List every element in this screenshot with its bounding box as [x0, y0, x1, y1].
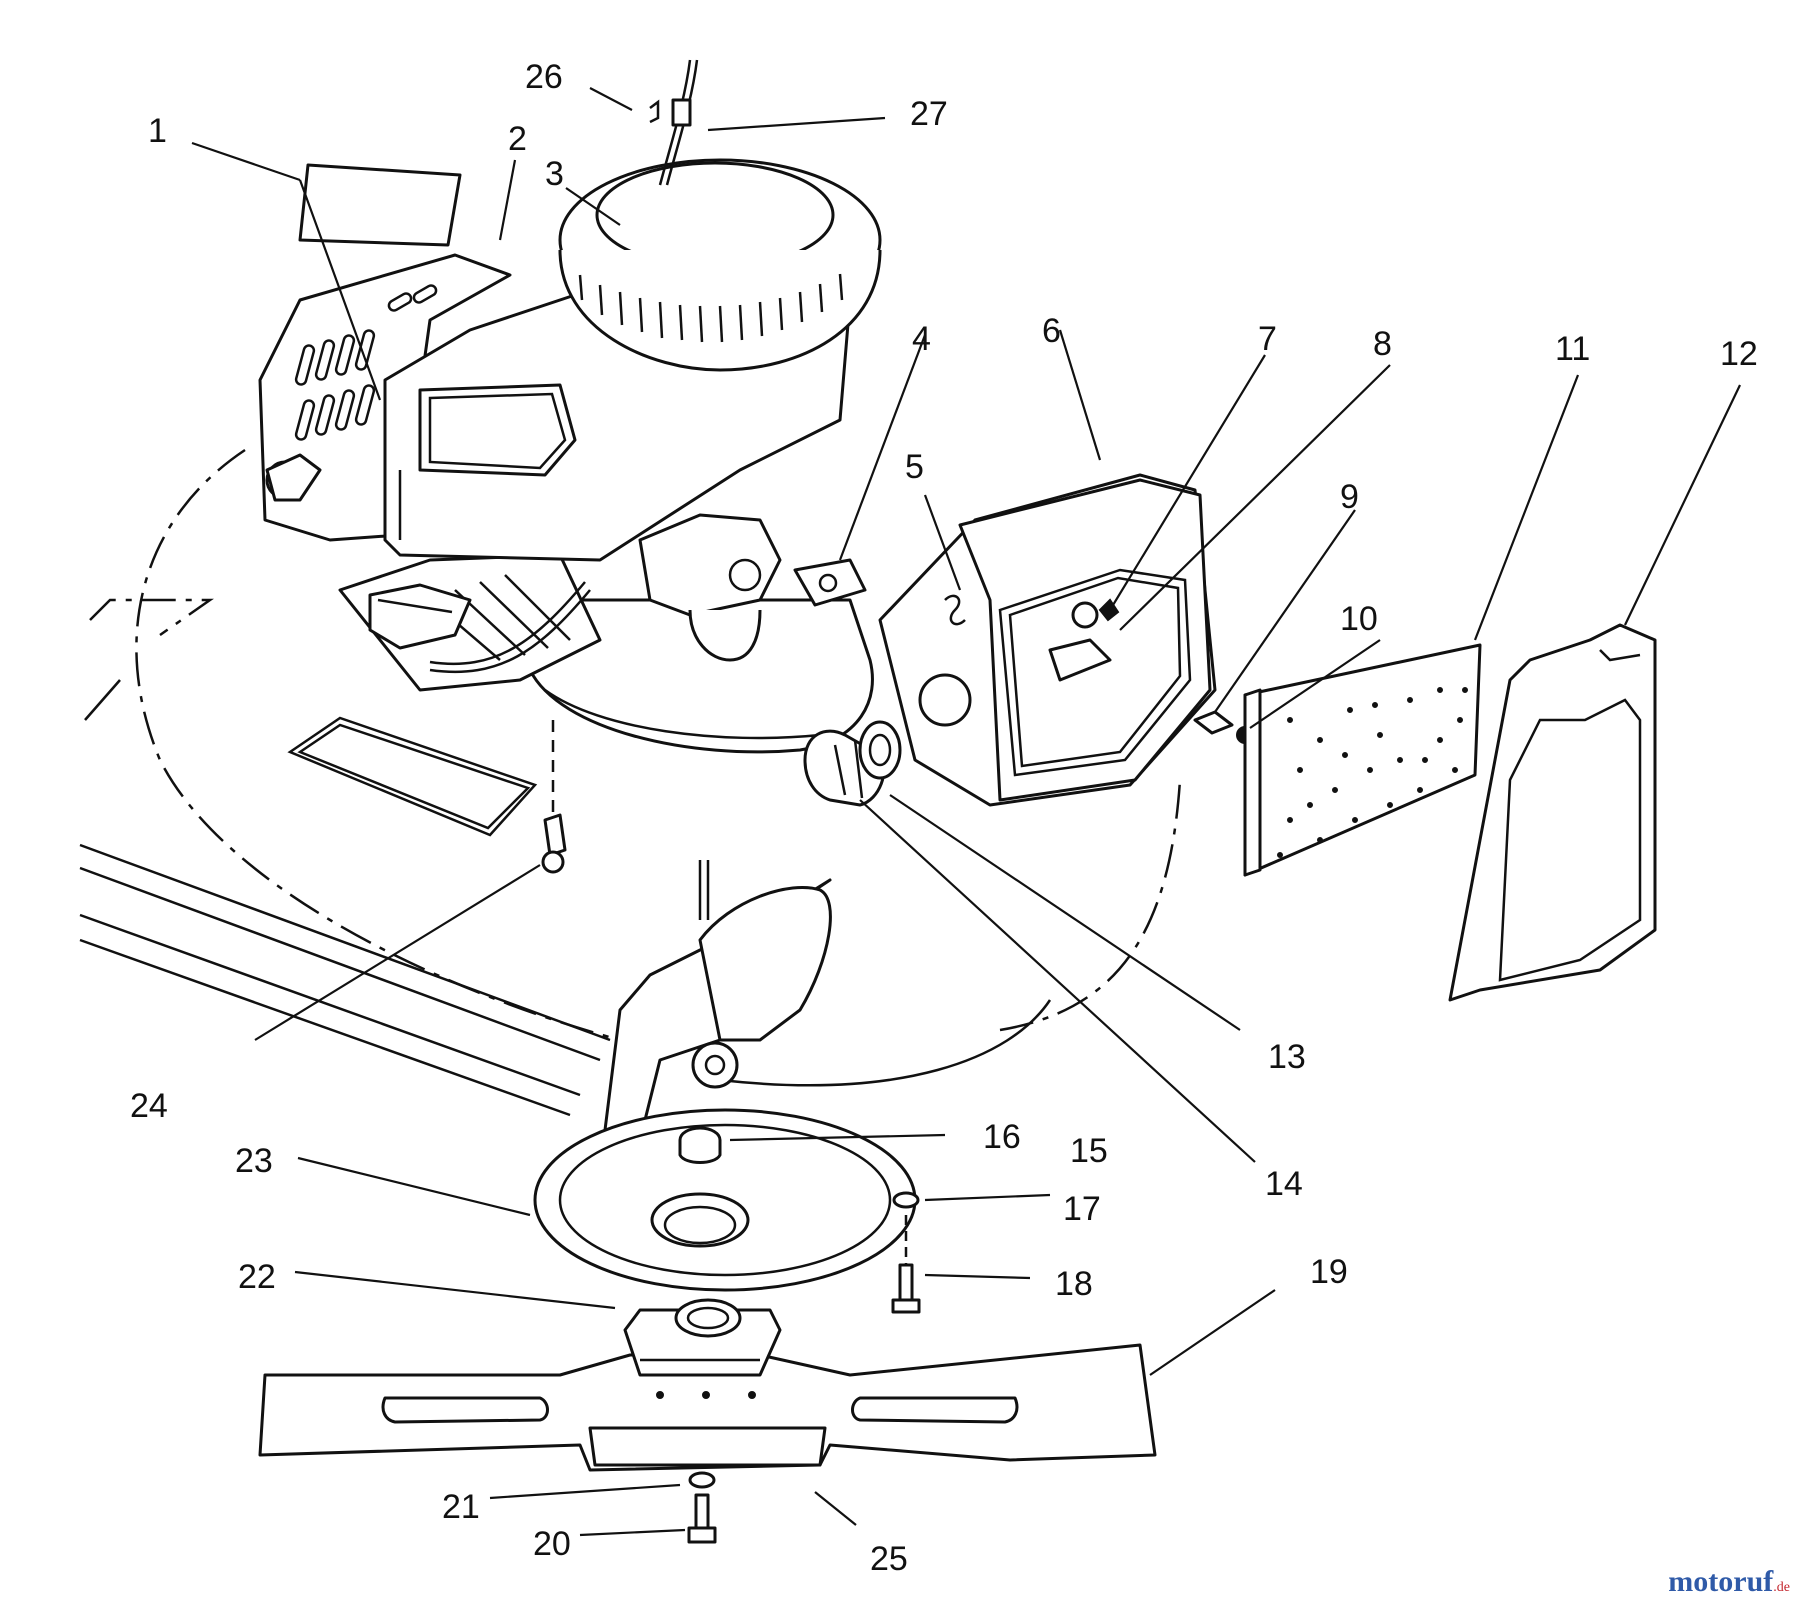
callout-19: 19 — [1310, 1253, 1348, 1291]
callout-6: 6 — [1042, 312, 1061, 350]
callout-13: 13 — [1268, 1038, 1306, 1076]
callout-12: 12 — [1720, 335, 1758, 373]
starter-vents — [578, 273, 844, 343]
callout-16: 16 — [983, 1118, 1021, 1156]
callout-22: 22 — [238, 1258, 276, 1296]
primer-bulb — [803, 720, 902, 807]
foam-filter — [1243, 643, 1482, 877]
air-cleaner-cover — [1448, 623, 1657, 1002]
callout-23: 23 — [235, 1142, 273, 1180]
callout-26: 26 — [525, 58, 563, 96]
callout-9: 9 — [1340, 478, 1359, 516]
callout-17: 17 — [1063, 1190, 1101, 1228]
foam-texture — [1277, 687, 1468, 858]
callout-2: 2 — [508, 120, 527, 158]
engine — [258, 59, 882, 874]
callout-24: 24 — [130, 1087, 168, 1125]
callout-27: 27 — [910, 95, 948, 133]
shroud-vents — [294, 284, 438, 441]
callout-15: 15 — [1070, 1132, 1108, 1170]
deck-rim — [79, 843, 1052, 1117]
callout-7: 7 — [1258, 320, 1277, 358]
callout-25: 25 — [870, 1540, 908, 1578]
callout-3: 3 — [545, 155, 564, 193]
callout-1: 1 — [148, 112, 167, 150]
callout-5: 5 — [905, 448, 924, 486]
callout-18: 18 — [1055, 1265, 1093, 1303]
air-cleaner — [878, 473, 1217, 807]
callout-8: 8 — [1373, 325, 1392, 363]
adapter-plate — [533, 1108, 921, 1314]
callout-14: 14 — [1265, 1165, 1303, 1203]
callout-4: 4 — [912, 320, 931, 358]
callout-11: 11 — [1555, 330, 1590, 368]
watermark-brand: motoruf — [1668, 1565, 1774, 1598]
callout-10: 10 — [1340, 600, 1378, 638]
callout-labels: 1 2 3 4 5 6 7 8 9 10 11 12 13 14 15 16 1… — [130, 58, 1758, 1578]
callout-20: 20 — [533, 1525, 571, 1563]
blade-adapter — [598, 860, 832, 1172]
blade — [258, 1298, 1157, 1544]
leader-lines — [191, 87, 1741, 1537]
watermark-logo: motoruf.de — [1668, 1565, 1790, 1599]
watermark-domain: .de — [1773, 1580, 1790, 1595]
callout-21: 21 — [442, 1488, 480, 1526]
